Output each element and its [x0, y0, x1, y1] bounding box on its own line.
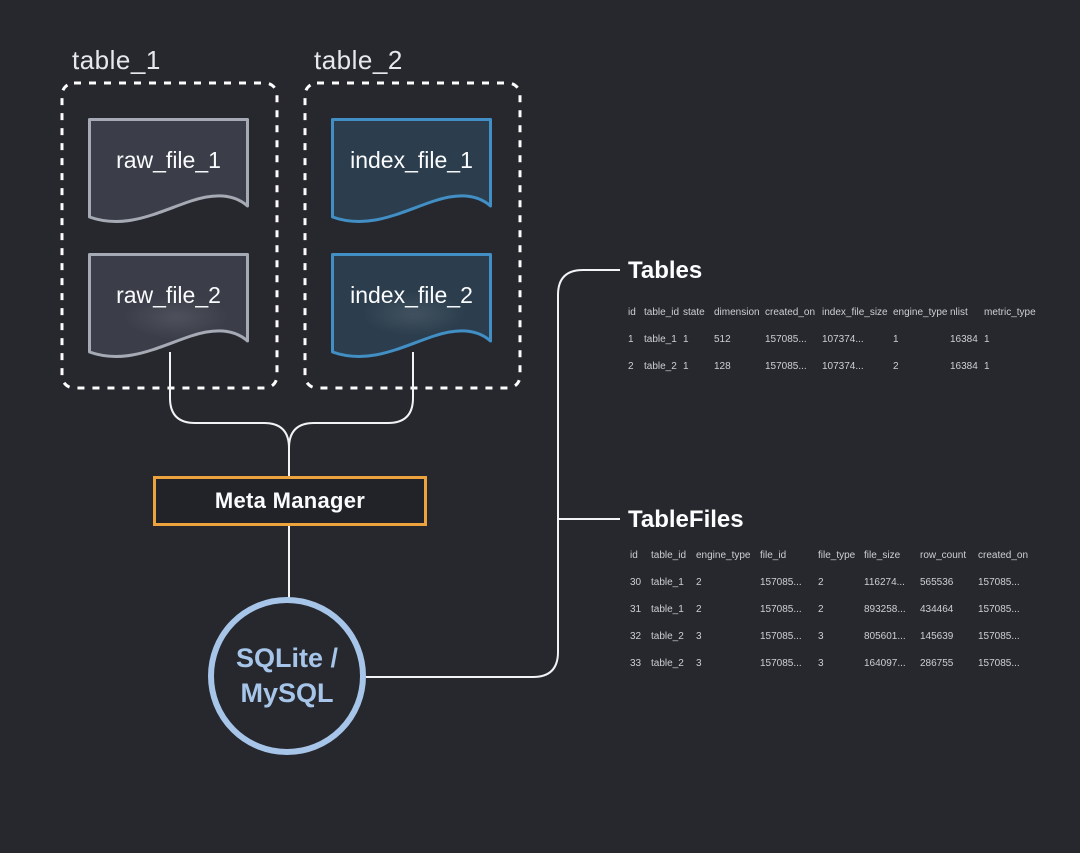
column-header: file_size — [864, 550, 901, 561]
table-cell: 116274... — [864, 577, 905, 588]
column-header: file_type — [818, 550, 856, 561]
database-label-line2: MySQL — [240, 678, 334, 708]
column-header: state — [683, 307, 705, 318]
table-cell: 2 — [696, 577, 702, 588]
table-cell: 286755 — [920, 658, 954, 669]
table-cell: 2 — [696, 604, 702, 615]
raw-file-2-label: raw_file_2 — [116, 282, 221, 308]
raw-file-1-shape — [88, 118, 249, 223]
table-cell: 157085... — [978, 604, 1020, 615]
database-circle-shape — [208, 597, 366, 755]
database-label-line1: SQLite / — [235, 643, 338, 673]
table-cell: 157085... — [760, 604, 802, 615]
table-cell: 3 — [696, 631, 702, 642]
table-cell: 893258... — [864, 604, 906, 615]
table-cell: 128 — [714, 361, 731, 372]
table-cell: table_2 — [651, 658, 684, 669]
group-label-table2: table_2 — [314, 45, 403, 75]
index-file-1-shape — [331, 118, 492, 223]
table-cell: 2 — [818, 604, 824, 615]
table-cell: 805601... — [864, 631, 906, 642]
table-cell: 3 — [696, 658, 702, 669]
column-header: table_id — [651, 550, 687, 561]
table-cell: 33 — [630, 658, 642, 669]
column-header: id — [628, 307, 636, 318]
table-cell: table_2 — [644, 361, 677, 372]
tablefiles-data-grid: id table_id engine_type file_id file_type fil… — [630, 542, 1038, 677]
table-cell: table_2 — [651, 631, 684, 642]
table-cell: 157085... — [978, 631, 1020, 642]
table-cell: table_1 — [644, 334, 677, 345]
table-cell: 16384 — [950, 361, 978, 372]
table-cell: 157085... — [978, 658, 1020, 669]
table-cell: 1 — [628, 334, 634, 345]
table-cell: 1 — [683, 334, 689, 345]
meta-manager-label: Meta Manager — [214, 488, 366, 513]
table-cell: 565536 — [920, 577, 954, 588]
column-header: metric_type — [984, 307, 1036, 318]
column-header: created_on — [765, 307, 816, 318]
table-cell: 157085... — [978, 577, 1020, 588]
table-cell: 512 — [714, 334, 731, 345]
table-cell: 30 — [630, 577, 642, 588]
table-cell: table_1 — [651, 577, 684, 588]
table-cell: 1 — [984, 361, 990, 372]
table-cell: 164097... — [864, 658, 906, 669]
table-cell: 3 — [818, 631, 824, 642]
index-file-1-label: index_file_1 — [350, 147, 473, 173]
table-cell: 157085... — [765, 361, 807, 372]
table-cell: 16384 — [950, 334, 978, 345]
column-header: row_count — [920, 550, 967, 561]
group-label-table1: table_1 — [72, 45, 161, 75]
column-header: engine_type — [696, 550, 751, 561]
table-cell: 2 — [628, 361, 634, 372]
table-cell: 3 — [818, 658, 824, 669]
table-cell: 31 — [630, 604, 642, 615]
raw-file-1-label: raw_file_1 — [116, 147, 221, 173]
table-cell: 157085... — [760, 631, 802, 642]
table-cell: 157085... — [760, 577, 802, 588]
table-cell: 157085... — [765, 334, 807, 345]
column-header: file_id — [760, 550, 787, 561]
connector-indexfile-to-meta — [288, 352, 414, 449]
table-cell: 107374... — [822, 334, 864, 345]
table-cell: 434464 — [920, 604, 954, 615]
tablefiles-panel-title: TableFiles — [628, 506, 744, 533]
table-cell: 32 — [630, 631, 642, 642]
database-circle: SQLite / MySQL — [208, 597, 366, 755]
table-cell: 107374... — [822, 361, 864, 372]
column-header: index_file_size — [822, 307, 888, 318]
column-header: nlist — [950, 307, 968, 318]
column-header: dimension — [714, 307, 760, 318]
table-cell: 157085... — [760, 658, 802, 669]
table-cell: table_1 — [651, 604, 684, 615]
tables-panel-title: Tables — [628, 257, 703, 284]
table-cell: 1 — [683, 361, 689, 372]
column-header: created_on — [978, 550, 1029, 561]
index-file-2-label: index_file_2 — [350, 282, 473, 308]
connector-database-to-tables — [366, 269, 620, 678]
connector-rawfile-to-meta — [169, 352, 290, 476]
index-file-2-shape — [331, 253, 492, 358]
table-cell: 145639 — [920, 631, 954, 642]
meta-manager-box: Meta Manager — [153, 476, 427, 526]
table-cell: 1 — [984, 334, 990, 345]
table-cell: 2 — [818, 577, 824, 588]
column-header: engine_type — [893, 307, 948, 318]
raw-file-2-shape — [88, 253, 249, 358]
table-cell: 1 — [893, 334, 899, 345]
column-header: id — [630, 550, 638, 561]
table-cell: 2 — [893, 361, 899, 372]
column-header: table_id — [644, 307, 680, 318]
